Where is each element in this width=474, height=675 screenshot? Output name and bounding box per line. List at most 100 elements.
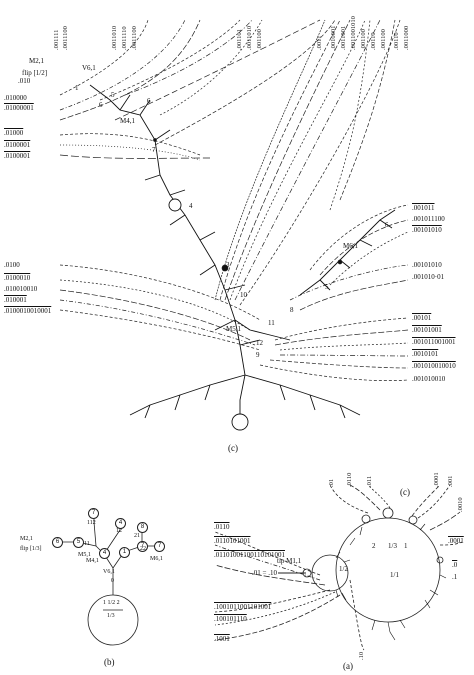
top-label-2: .0011100 — [62, 26, 69, 50]
a-left-0110: .0110 — [214, 523, 230, 531]
b-frac: 1 1/2 2 — [103, 600, 120, 606]
label-left-010000: .010000 — [4, 94, 27, 102]
a-top-01: .01 — [328, 478, 335, 487]
a-bottom-10: .10 — [358, 651, 365, 660]
b-112: 112 — [87, 520, 96, 526]
top-label-16: .00110 — [393, 32, 400, 50]
top-label-6: .001101 — [236, 29, 243, 50]
label-left-010010010: .010010010 — [4, 285, 38, 293]
a-frac-one: 1/1 — [390, 571, 399, 579]
a-right-0: .0 — [452, 561, 458, 569]
label-right-001011100: .001011100 — [412, 215, 445, 223]
num-3: 3 — [226, 261, 230, 269]
a-frac-third: 1/3 — [388, 542, 397, 550]
label-right-001010010: .001010010 — [412, 375, 446, 383]
label-left-0100001-b: .0100001 — [4, 152, 31, 160]
b-v6: V6,1 — [103, 569, 115, 575]
a-formula: .01 = .10 — [252, 569, 277, 577]
label-left-01000: .01000 — [4, 129, 24, 137]
top-label-13: .001100 — [360, 29, 367, 50]
top-label-10: .0010001 — [330, 25, 337, 50]
node-8: 8 — [137, 522, 148, 533]
num-4: 4 — [189, 202, 193, 210]
num-7: 7 — [152, 146, 156, 154]
marker-m41: M4,1 — [120, 117, 135, 125]
top-label-3: .0011010 — [111, 25, 118, 50]
b-12: 12 — [116, 528, 122, 534]
label-right-001010x01: .001010·01 — [412, 273, 445, 281]
a-left2-2: .100101110 — [214, 615, 247, 623]
caption-c2: (c) — [400, 487, 410, 497]
a-left2-1: .1001011001101001 — [214, 603, 272, 611]
b-m61: M6,1 — [150, 556, 163, 562]
label-right-001011: .001011 — [412, 204, 435, 212]
num-1: 1 — [75, 84, 79, 92]
a-top-011: .011 — [366, 475, 373, 487]
b-m5: M5,1 — [78, 552, 91, 558]
node-5: 5 — [73, 537, 84, 548]
label-right-001011001001: .001011001001 — [412, 338, 456, 346]
label-right-00101010-a: .00101010 — [412, 226, 442, 234]
top-label-14: .00110 — [370, 32, 377, 50]
node-1: 1 — [119, 547, 130, 558]
label-left-0100: .0100 — [4, 261, 20, 269]
label-left-01000001: .01000001 — [4, 104, 34, 112]
a-frac-1: 1 — [404, 542, 408, 550]
b-11: 11 — [84, 541, 90, 547]
top-label-11: .0011001 — [340, 25, 347, 50]
a-top-001: .001 — [447, 475, 454, 487]
label-left-0100010: .0100010 — [4, 274, 31, 282]
num-12: 12 — [256, 339, 263, 347]
node-6: 6 — [52, 537, 63, 548]
marker-v61: V6,1 — [82, 64, 96, 72]
panel-a-mandelbrot-set — [214, 484, 463, 651]
node-7a: 7 — [88, 508, 99, 519]
top-label-9: .0011 — [316, 35, 323, 50]
label-right-00101001: .00101001 — [412, 326, 442, 334]
label-right-0010101: .0010101 — [412, 350, 439, 358]
top-label-17: .0011000 — [403, 25, 410, 50]
a-left-long: .01101001100110101001 — [214, 551, 285, 559]
a-left-0110101001: .0110101001 — [214, 537, 251, 545]
num-8: 8 — [290, 306, 294, 314]
num-6b: 6 — [147, 97, 151, 105]
b-m4: M4,1 — [86, 558, 99, 564]
marker-m21: M2,1 — [29, 57, 44, 65]
top-label-15: .001100 — [380, 29, 387, 50]
num-9: 9 — [256, 351, 260, 359]
a-right-1: .1 — [452, 573, 458, 581]
marker-m61: M6,1 — [343, 242, 358, 250]
b-22: 22 — [140, 546, 146, 552]
b-0: 0 — [111, 578, 114, 584]
top-label-5: .0011100 — [131, 26, 138, 50]
caption-b: (b) — [104, 657, 115, 667]
label-right-00101: .00101 — [412, 314, 432, 322]
marker-m51: M5,1 — [226, 325, 241, 333]
a-frac-half: 1/2 — [339, 565, 348, 573]
label-right-00101010-b: .00101010 — [412, 261, 442, 269]
num-11: 11 — [268, 319, 275, 327]
label-left-0100010010001: .0100010010001 — [4, 307, 52, 315]
a-left2-3: .1001 — [214, 635, 230, 643]
node-4b: 4 — [115, 518, 126, 529]
num-5b: 5 — [325, 283, 329, 291]
node-7c: 7 — [137, 541, 148, 552]
a-top-0010: .0010 — [457, 497, 464, 512]
top-label-7: .0011010 — [246, 25, 253, 50]
a-tip: tip M1,1 — [277, 557, 302, 565]
label-left-010: .010 — [18, 77, 31, 85]
a-top-0110: .0110 — [346, 472, 353, 487]
a-frac-2: 2 — [372, 542, 376, 550]
b-21: 21 — [134, 533, 140, 539]
top-label-4: .0011110 — [121, 26, 128, 50]
node-4a: 4 — [99, 548, 110, 559]
b-third: 1/3 — [107, 613, 115, 619]
node-7b: 7 — [154, 541, 165, 552]
top-label-8: .001100 — [256, 29, 263, 50]
panel-c-mandelbrot-detail — [59, 19, 409, 431]
a-top-0001: .0001 — [433, 472, 440, 487]
caption-a: (a) — [343, 661, 353, 671]
caption-c: (c) — [228, 443, 238, 453]
top-label-1: .001111 — [53, 29, 60, 50]
